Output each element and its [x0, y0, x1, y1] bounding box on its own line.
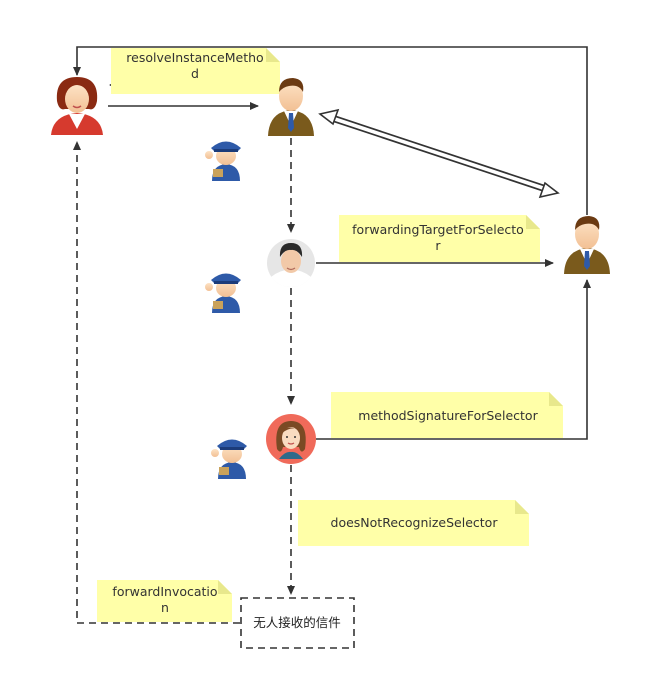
note-forward-inv-line1: forwardInvocatio: [112, 584, 217, 599]
arrow-return-to-sender: [73, 46, 588, 215]
note-resolve-line1: resolveInstanceMetho: [126, 50, 263, 65]
note-method-signature-text: methodSignatureForSelector: [358, 408, 538, 423]
note-forward-inv-line2: n: [161, 600, 169, 615]
mailman-icon: [211, 439, 247, 479]
mailman-icon: [205, 273, 241, 313]
note-forwarding-line1: forwardingTargetForSelecto: [352, 222, 524, 237]
note-forwarding-target: forwardingTargetForSelecto r: [339, 215, 540, 262]
businessman-icon: [564, 216, 610, 274]
mailman-icon: [205, 141, 241, 181]
note-resolve-line2: d: [191, 66, 199, 81]
man-photo-avatar-icon: [267, 239, 315, 287]
note-method-signature: methodSignatureForSelector: [331, 392, 563, 438]
businessman-icon: [268, 78, 314, 136]
note-forwarding-line2: r: [435, 238, 441, 253]
final-unreceived-letter-box: 无人接收的信件: [240, 597, 355, 649]
woman-avatar-icon: [266, 414, 316, 464]
sender-woman-icon: [51, 77, 103, 135]
arrow-woman-to-target: [316, 279, 591, 440]
final-box-label: 无人接收的信件: [253, 615, 341, 630]
connectors: [73, 46, 591, 624]
note-forward-invocation: forwardInvocatio n: [97, 580, 232, 622]
arrow-final-box-to-sender: [73, 141, 240, 624]
note-does-not-recognize-text: doesNotRecognizeSelector: [331, 515, 499, 530]
note-does-not-recognize: doesNotRecognizeSelector: [298, 500, 529, 546]
note-resolve-instance-method: resolveInstanceMetho d: [111, 48, 280, 94]
double-arrow-businessmen: [318, 108, 560, 199]
